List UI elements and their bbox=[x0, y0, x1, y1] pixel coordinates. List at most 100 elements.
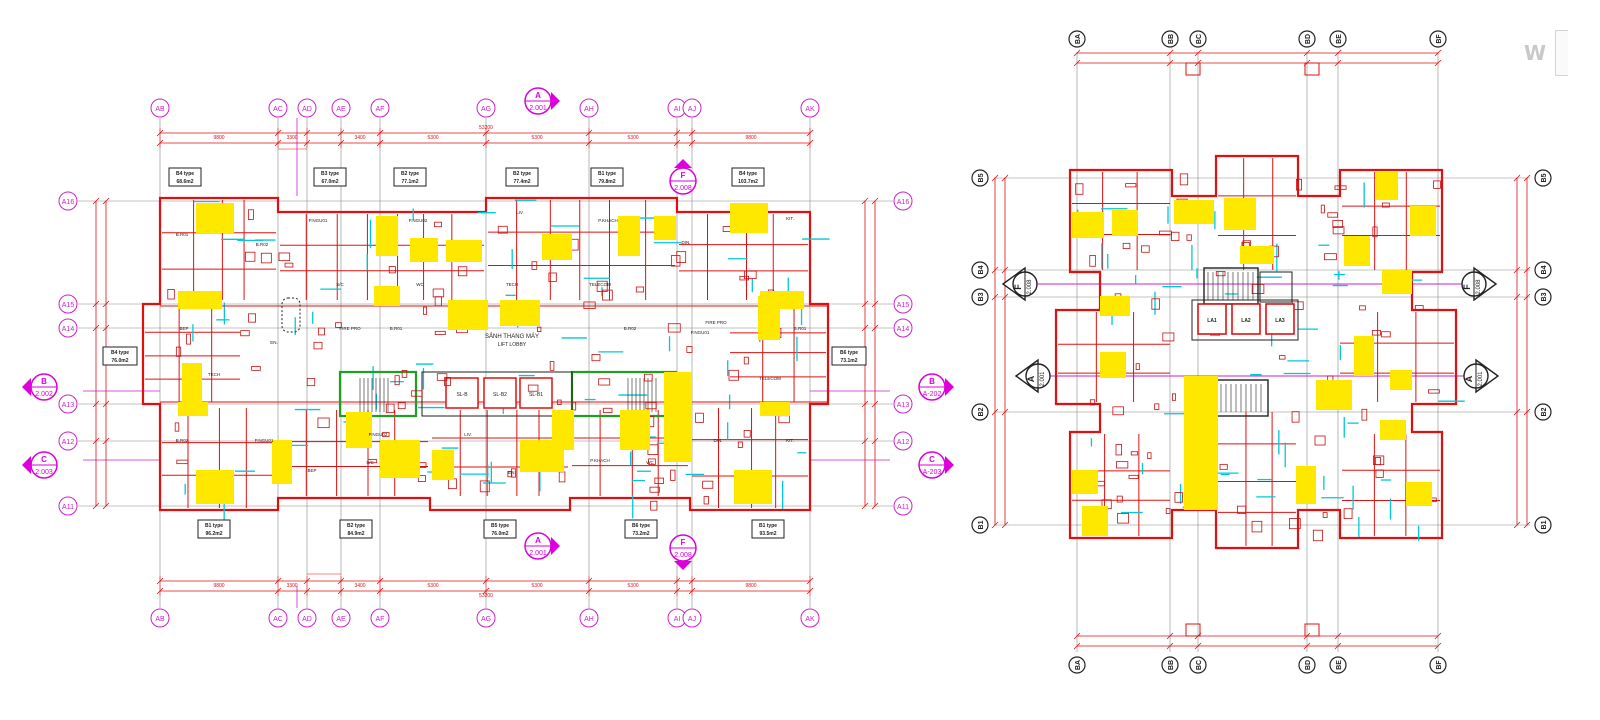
r-axis-bottom-BE: BE bbox=[1329, 656, 1347, 674]
furniture bbox=[447, 478, 457, 490]
r-axis-top-BB: BB bbox=[1161, 30, 1179, 48]
room-label-27: TECH bbox=[208, 372, 220, 377]
r-furniture bbox=[1296, 178, 1302, 191]
furniture bbox=[591, 354, 601, 362]
furniture bbox=[167, 289, 175, 300]
left-building-outline bbox=[141, 196, 830, 512]
right-building-outline bbox=[1054, 154, 1458, 550]
dim-side-tick bbox=[102, 400, 110, 408]
axis-bottom-AC-circle bbox=[268, 608, 288, 628]
furniture bbox=[335, 322, 342, 328]
r-lift-core bbox=[1191, 299, 1299, 341]
section-marker-f-bottom-arrow bbox=[674, 561, 692, 570]
r-section-marker-a-right-letter: A bbox=[1464, 375, 1474, 382]
section-marker-f-top: F2.008 bbox=[669, 159, 697, 195]
furniture bbox=[743, 356, 749, 365]
lobby-label-vn: SẢNH THANG MÁY bbox=[485, 333, 539, 340]
dim-side-tick bbox=[102, 324, 110, 332]
yellow-zone-right-18 bbox=[1380, 420, 1406, 440]
axis-top-AK-label: AK bbox=[805, 106, 815, 113]
r-dim-tick bbox=[1303, 49, 1311, 57]
r-furniture bbox=[1219, 463, 1228, 470]
r-axis-bottom-BA: BA bbox=[1068, 656, 1086, 674]
axis-right-A14-circle bbox=[893, 318, 913, 338]
unit-tag-bottom-0-box bbox=[197, 519, 231, 539]
yellow-zone-right-4 bbox=[1344, 236, 1370, 266]
r-lift-2 bbox=[1265, 303, 1295, 335]
furniture bbox=[571, 401, 577, 411]
yellow-zone-left-26 bbox=[272, 440, 292, 484]
r-dim-box-1 bbox=[1185, 62, 1201, 76]
unit-tag-right: B6 type bbox=[840, 350, 858, 356]
yellow-zone-right-9 bbox=[1100, 352, 1126, 378]
furniture bbox=[436, 373, 448, 381]
r-axis-top-BB-circle bbox=[1161, 30, 1179, 48]
r-axis-left-B2: B2 bbox=[971, 403, 989, 421]
yellow-zone-right-16 bbox=[1082, 506, 1108, 536]
furniture bbox=[667, 323, 681, 333]
r-furniture bbox=[1112, 406, 1124, 416]
yellow-zone-left-5 bbox=[448, 300, 488, 330]
furniture bbox=[702, 480, 714, 489]
section-marker-b-right-arrow bbox=[945, 378, 954, 396]
furniture bbox=[417, 475, 426, 482]
r-axis-right-B2-label: B2 bbox=[1541, 407, 1548, 416]
axis-bubbles: ABABACACADADAEAEAFAFAGAGAHAHAIAIAJAJAKAK… bbox=[22, 30, 1552, 674]
furniture bbox=[423, 306, 427, 315]
r-furniture bbox=[1075, 183, 1084, 195]
r-dim-tick bbox=[1334, 49, 1342, 57]
r-axis-left-B3-label: B3 bbox=[978, 292, 985, 301]
yellow-zone-right-0 bbox=[1072, 212, 1104, 238]
side-panel-tab[interactable] bbox=[1555, 30, 1568, 76]
r-axis-top-BE-circle bbox=[1329, 30, 1347, 48]
axis-bottom-AG-label: AG bbox=[481, 616, 491, 623]
r-dim-side-tick bbox=[1513, 521, 1521, 529]
r-axis-right-B5: B5 bbox=[1534, 169, 1552, 187]
unit-area-top-4: 79.8m2 bbox=[599, 179, 616, 185]
yellow-zone-left-9 bbox=[654, 216, 676, 240]
r-dim-side-tick bbox=[1001, 521, 1009, 529]
r-axis-bottom-BA-label: BA bbox=[1075, 660, 1082, 670]
r-dim-side-tick bbox=[991, 266, 999, 274]
r-dim-tick bbox=[1073, 632, 1081, 640]
room-label-20: P.KHACH bbox=[590, 458, 609, 463]
r-furniture bbox=[1289, 518, 1301, 530]
dim-side-tick bbox=[102, 502, 110, 510]
r-axis-right-B3: B3 bbox=[1534, 288, 1552, 306]
r-furniture bbox=[1359, 305, 1366, 311]
axis-left-A16-label: A16 bbox=[62, 199, 75, 206]
room-label-10: S/C bbox=[336, 282, 344, 287]
grid-lines bbox=[78, 52, 1530, 652]
furniture bbox=[558, 471, 566, 483]
unit-tag-bottom-2-box bbox=[483, 519, 517, 539]
unit-tag-bottom-0: B1 type bbox=[205, 523, 223, 529]
r-axis-left-B4: B4 bbox=[971, 261, 989, 279]
r-dim-side-tick bbox=[991, 174, 999, 182]
furniture bbox=[317, 417, 330, 429]
axis-left-A12-circle bbox=[58, 431, 78, 451]
r-furniture bbox=[1414, 305, 1424, 311]
lift-shaft-1 bbox=[483, 377, 517, 409]
furniture bbox=[602, 407, 613, 414]
section-marker-c-right-number: A-203 bbox=[923, 469, 942, 476]
room-label-23: BEP bbox=[307, 468, 316, 473]
r-dim-tick bbox=[1434, 59, 1442, 67]
axis-right-A13-label: A13 bbox=[897, 402, 910, 409]
r-axis-bottom-BC-circle bbox=[1189, 656, 1207, 674]
axis-bottom-AD-circle bbox=[297, 608, 317, 628]
r-furniture bbox=[1371, 330, 1381, 336]
yellow-zone-left-1 bbox=[730, 203, 768, 233]
r-dim-tick bbox=[1194, 49, 1202, 57]
yellow-zone-left-13 bbox=[182, 363, 202, 403]
section-marker-b-right-number: A-202 bbox=[923, 391, 942, 398]
r-axis-top-BA-label: BA bbox=[1075, 34, 1082, 44]
furniture bbox=[306, 377, 316, 387]
axis-top-AC-circle bbox=[268, 98, 288, 118]
r-axis-right-B5-label: B5 bbox=[1541, 173, 1548, 182]
r-dim-box-4 bbox=[1304, 623, 1320, 637]
r-dim-tick bbox=[1434, 49, 1442, 57]
furniture bbox=[703, 496, 709, 505]
dim-side-tick bbox=[861, 437, 869, 445]
dim-side-tick bbox=[102, 300, 110, 308]
r-axis-bottom-BB-circle bbox=[1161, 656, 1179, 674]
